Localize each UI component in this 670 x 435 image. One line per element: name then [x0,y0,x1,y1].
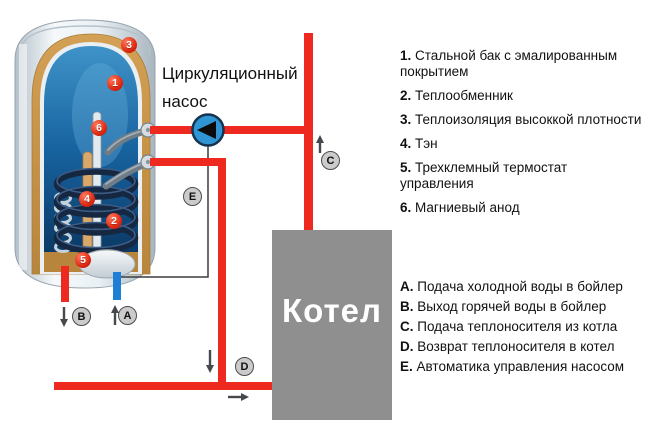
boiler-box: Котел [272,230,392,420]
flow-arrows [60,135,324,401]
pump-automation-wire [121,145,209,278]
legend-item-text: Подача теплоносителя из котла [417,319,618,334]
legend-item-text: Трехклемный термостат управления [400,160,568,191]
arrow-right-d-icon [228,393,249,401]
pipe-supply-horizontal [150,126,312,134]
legend-item: 3. Теплоизоляция высоккой плотности [400,112,642,128]
pump-label: Циркуляционный насос [162,64,298,111]
marker-heating-element: 4 [79,191,95,207]
water-heater-tank-illustration [14,19,156,289]
legend-item: B. Выход горячей воды в бойлер [400,297,668,317]
boiler-label: Котел [282,292,382,329]
legend-item-text: Возврат теплоносителя в котел [417,339,615,354]
legend-item: 5. Трехклемный термостат управления [400,160,642,192]
tank-bottom-dome [78,249,136,279]
badge-cold-water-in: A [118,306,137,325]
pipe-return-vertical [218,158,226,389]
legend-item-text: Автоматика управления насосом [416,359,625,374]
legend-item-number: 4. [400,136,412,151]
legend-item: A. Подача холодной воды в бойлер [400,277,668,297]
marker-heat-exchanger: 2 [106,213,122,229]
legend-item: 4. Тэн [400,136,642,152]
legend-item-text: Теплообменник [415,88,513,103]
marker-steel-tank: 1 [107,75,123,91]
marker-insulation: 3 [121,37,137,53]
legend-item-text: Подача холодной воды в бойлер [417,279,623,294]
badge-pump-automation: E [183,187,202,206]
pipe-supply-vertical [304,33,313,231]
legend-item: D. Возврат теплоносителя в котел [400,337,668,357]
badge-return-to-boiler: D [235,357,254,376]
badge-hot-water-out: B [72,307,91,326]
legend-item-number: 1. [400,48,412,63]
legend-item-text: Стальной бак с эмалированным покрытием [400,48,618,79]
legend-item-number: 5. [400,160,412,175]
components-legend: 1. Стальной бак с эмалированным покрытие… [400,48,642,224]
legend-item: C. Подача теплоносителя из котла [400,317,668,337]
arrow-down-b-icon [60,307,68,327]
legend-item: 6. Магниевый анод [400,200,642,216]
marker-thermostat: 5 [75,252,91,268]
legend-item-letter: A. [400,279,414,294]
legend-item-letter: E. [400,359,413,374]
legend-item: 2. Теплообменник [400,88,642,104]
arrow-up-a-icon [111,305,119,325]
legend-item-letter: B. [400,299,414,314]
marker-anode: 6 [91,120,107,136]
legend-item-letter: C. [400,319,414,334]
pipes [54,33,313,390]
legend-item-text: Магниевый анод [415,200,520,215]
legend-item: E. Автоматика управления насосом [400,357,668,377]
pipe-cold-water-in [113,272,121,300]
legend-item: 1. Стальной бак с эмалированным покрытие… [400,48,642,80]
pipe-return-horizontal-top [150,158,226,166]
legend-item-number: 3. [400,112,412,127]
legend-item-text: Тэн [415,136,438,151]
circulation-pump-icon [191,113,225,147]
arrow-down-d-icon [206,350,214,373]
pipe-return-horizontal-bottom [54,382,273,390]
legend-item-letter: D. [400,339,414,354]
legend-item-number: 2. [400,88,412,103]
legend-item-text: Выход горячей воды в бойлер [417,299,607,314]
arrow-up-c-icon [316,135,324,153]
legend-item-number: 6. [400,200,412,215]
badge-supply-from-boiler: C [321,151,340,170]
pipe-hot-water-out [61,266,69,302]
connections-legend: A. Подача холодной воды в бойлер B. Выхо… [400,277,668,377]
legend-item-text: Теплоизоляция высоккой плотности [415,112,642,127]
